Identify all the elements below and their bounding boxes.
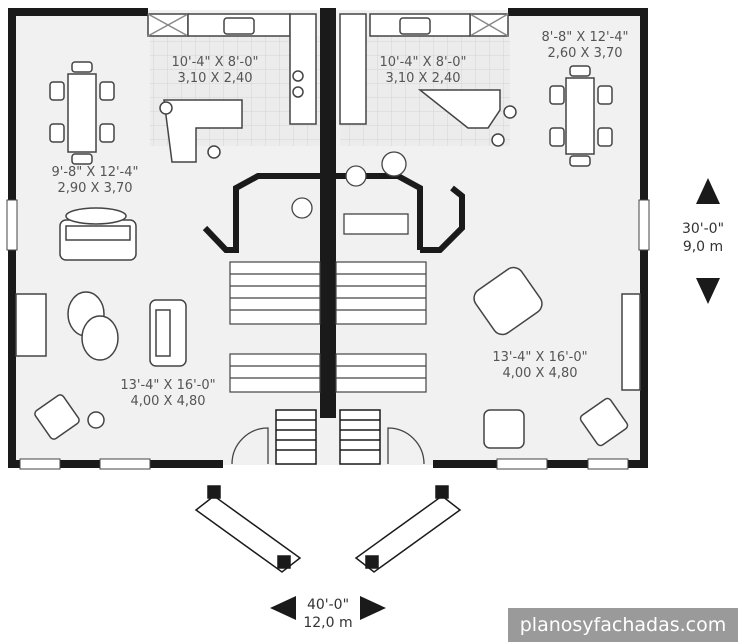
kitchen-left-dims: 10'-4" X 8'-0" <box>171 55 259 70</box>
depth-meters: 9,0 m <box>682 239 724 255</box>
kitchen-right-label: 10'-4" X 8'-0" 3,10 X 2,40 <box>368 55 478 87</box>
living-left-metric: 4,00 X 4,80 <box>130 394 206 409</box>
dimension-arrows <box>270 178 720 620</box>
living-right-dims: 13'-4" X 16'-0" <box>492 350 588 365</box>
living-left-dims: 13'-4" X 16'-0" <box>120 378 216 393</box>
windows <box>6 199 650 470</box>
kitchen-left-metric: 3,10 X 2,40 <box>177 71 253 86</box>
kitchen-left-label: 10'-4" X 8'-0" 3,10 X 2,40 <box>160 55 270 87</box>
living-right-label: 13'-4" X 16'-0" 4,00 X 4,80 <box>480 350 600 382</box>
depth-feet: 30'-0" <box>681 221 725 237</box>
dining-left-table <box>49 61 115 165</box>
watermark: planosyfachadas.com <box>508 608 738 642</box>
dining-right-metric: 2,60 X 3,70 <box>547 46 623 61</box>
coffee-table-left <box>67 291 119 361</box>
dining-left-dims: 9'-8" X 12'-4" <box>51 165 139 180</box>
living-right-metric: 4,00 X 4,80 <box>502 366 578 381</box>
dining-left-label: 9'-8" X 12'-4" 2,90 X 3,70 <box>40 165 150 197</box>
chair-left-lower <box>34 394 105 440</box>
kitchen-right-dims: 10'-4" X 8'-0" <box>379 55 467 70</box>
tv-unit-left <box>15 293 47 357</box>
chairs-right-lower <box>483 397 629 449</box>
tv-unit-right <box>621 293 641 391</box>
kitchen-right-metric: 3,10 X 2,40 <box>385 71 461 86</box>
dining-right-table <box>549 65 613 167</box>
dining-right-label: 8'-8" X 12'-4" 2,60 X 3,70 <box>530 30 640 62</box>
dining-right-dims: 8'-8" X 12'-4" <box>541 30 629 45</box>
width-feet: 40'-0" <box>306 597 350 613</box>
living-left-label: 13'-4" X 16'-0" 4,00 X 4,80 <box>108 378 228 410</box>
armchair-left <box>149 299 187 367</box>
armchair-right <box>473 266 543 336</box>
kitchen-right-counters <box>339 13 517 147</box>
width-meters: 12,0 m <box>303 615 353 631</box>
dining-left-metric: 2,90 X 3,70 <box>57 181 133 196</box>
core-walls <box>202 173 465 253</box>
entry-doors <box>231 427 425 465</box>
bath-fixtures <box>291 151 409 235</box>
porch <box>194 485 462 573</box>
depth-dimension: 30'-0" 9,0 m <box>668 220 738 256</box>
sofa-left <box>59 207 137 261</box>
entry-stairs <box>275 409 381 465</box>
stairs <box>229 261 427 393</box>
width-dimension: 40'-0" 12,0 m <box>293 596 363 632</box>
kitchen-left-counters <box>147 13 317 163</box>
